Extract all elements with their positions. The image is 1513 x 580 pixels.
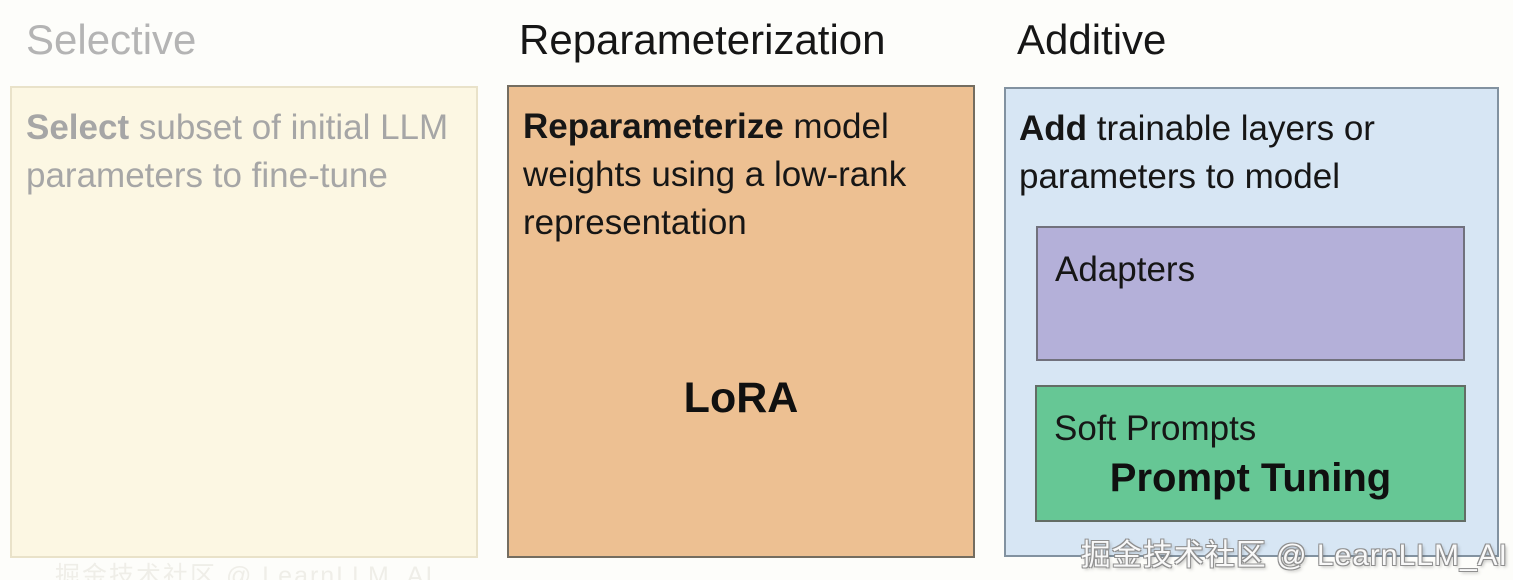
column-heading-additive: Additive [1017,16,1167,63]
selective-description-keyword: Select [26,108,130,147]
column-heading-selective: Selective [26,16,197,63]
selective-box: Select subset of initial LLM parameters … [10,86,478,558]
soft-prompts-box: Soft Prompts Prompt Tuning [1035,385,1466,522]
reparameterization-description: Reparameterize model weights using a low… [523,103,965,247]
adapters-label: Adapters [1055,250,1196,289]
reparameterization-box: Reparameterize model weights using a low… [507,85,975,558]
reparameterization-description-text: model weights using a low-rank represent… [523,107,907,242]
watermark-ghost: 掘金技术社区 @ LearnLLM_AI [55,562,435,580]
adapters-box: Adapters [1036,226,1465,361]
additive-description-keyword: Add [1019,109,1088,148]
additive-box: Add trainable layers or parameters to mo… [1004,87,1499,557]
prompt-tuning-method-label: Prompt Tuning [1109,456,1392,501]
additive-description: Add trainable layers or parameters to mo… [1019,105,1481,201]
reparameterization-description-keyword: Reparameterize [523,107,784,146]
watermark: 掘金技术社区 @ LearnLLM_AI [1080,539,1508,572]
soft-prompts-label: Soft Prompts [1054,409,1257,448]
selective-description: Select subset of initial LLM parameters … [26,104,458,200]
additive-description-text: trainable layers or parameters to model [1019,109,1375,196]
column-heading-reparameterization: Reparameterization [519,16,886,63]
selective-description-text: subset of initial LLM parameters to fine… [26,108,449,195]
lora-method-label: LoRA [683,374,799,422]
